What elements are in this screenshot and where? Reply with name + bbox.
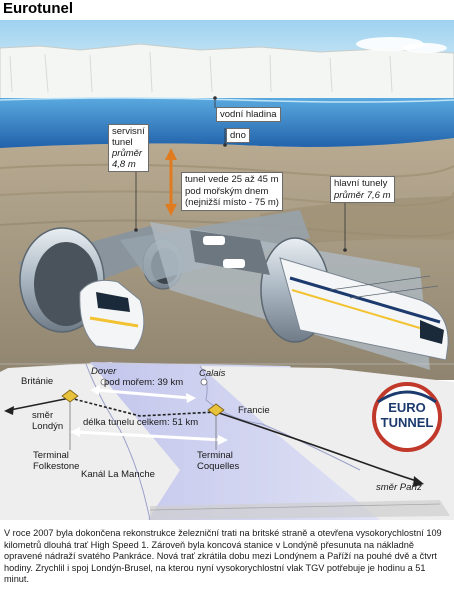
overhead-wires: [329, 275, 439, 299]
eurostar-train: [279, 257, 449, 361]
water-surface-line: [0, 97, 454, 103]
france-label: Francie: [238, 405, 270, 416]
train-silhouette-line: [149, 503, 441, 511]
rock-layer: [0, 163, 454, 178]
leader-dot: [343, 248, 347, 252]
under-sea-label: pod mořem: 39 km: [104, 377, 184, 388]
service-diameter-value: 4,8 m: [112, 159, 136, 170]
service-tunnel-line-2: tunel: [112, 137, 133, 148]
terminal-folkestone-line-2: Folkestone: [33, 461, 80, 472]
paris-direction-label: směr Paříž: [376, 482, 422, 493]
cloud: [403, 43, 447, 53]
page-title: Eurotunel: [3, 0, 73, 17]
total-length-arrow-head: [70, 427, 80, 437]
arrow-london: [4, 406, 14, 415]
train-stripe: [289, 276, 441, 324]
calais-label: Calais: [199, 368, 226, 379]
terminal-folkestone-label: Terminal Folkestone: [33, 450, 79, 472]
total-length-label: délka tunelu celkem: 51 km: [83, 417, 199, 428]
train-stripe: [89, 316, 139, 328]
depth-arrow-head: [165, 204, 177, 216]
england-coastline: [85, 363, 151, 521]
caption-background: [0, 520, 454, 600]
logo-text-euro: EURO: [388, 400, 426, 415]
britain-label: Británie: [21, 376, 54, 387]
rail-line-paris: [215, 411, 421, 483]
dover-dot: [100, 378, 108, 386]
train-windshield: [420, 320, 444, 344]
terminal-folkestone-line-1: Terminal: [33, 450, 69, 461]
depth-line-2: pod mořským dnem: [185, 185, 269, 197]
leader-dot: [223, 143, 227, 147]
leader-dot: [134, 228, 138, 232]
logo-arc: [377, 390, 437, 404]
service-tunnel-label: servisní tunel průměr 4,8 m: [108, 124, 149, 172]
terminal-coquelles-line-1: Terminal: [197, 450, 233, 461]
under-sea-arrow: [95, 388, 191, 400]
car-on-shuttle: [203, 236, 225, 245]
dover-label: Dover: [91, 366, 117, 377]
car-on-shuttle: [223, 259, 245, 268]
leader-dot: [213, 96, 217, 100]
eurostar-front-train: [79, 279, 145, 351]
depth-line-3: (nejnižší místo - 75 m): [185, 197, 279, 208]
water-surface-label: vodní hladina: [216, 107, 281, 122]
calais-dot: [200, 378, 208, 386]
arrow-paris: [413, 476, 424, 487]
depth-arrow-head: [165, 148, 177, 160]
london-direction-line-2: Londýn: [32, 421, 64, 432]
terminal-coquelles-line-2: Coquelles: [197, 461, 240, 472]
main-tunnels-label: hlavní tunely průměr 7,6 m: [330, 176, 395, 203]
caption-text: V roce 2007 byla dokončena rekonstrukce …: [4, 528, 442, 585]
depth-line-1: tunel vede 25 až 45 m: [185, 174, 279, 185]
depth-label: tunel vede 25 až 45 m pod mořským dnem (…: [181, 172, 283, 211]
under-sea-arrow-head: [90, 385, 100, 395]
under-sea-arrow-head: [186, 393, 196, 403]
eurotunnel-logo: [372, 382, 442, 452]
london-direction-label: směr Londýn: [32, 410, 63, 432]
white-cliffs: [0, 43, 454, 101]
rail-line-london: [9, 397, 71, 411]
main-tunnels-line-1: hlavní tunely: [334, 178, 388, 189]
cliff-texture: [9, 51, 393, 93]
main-tunnels-diameter: průměr 7,6 m: [334, 189, 391, 201]
logo-text-tunnel: TUNNEL: [380, 415, 434, 430]
terminal-coquelles-label: Terminal Coquelles: [197, 450, 239, 472]
total-length-arrow: [75, 430, 223, 442]
service-diameter: průměr: [112, 148, 143, 159]
total-length-arrow-head: [218, 435, 228, 445]
seabed-label: dno: [226, 128, 250, 143]
train-windshield: [96, 292, 130, 312]
tunnel-line: [69, 397, 217, 417]
service-tunnel-line-1: servisní: [112, 126, 145, 137]
channel-label: Kanál La Manche: [81, 469, 155, 480]
london-direction-line-1: směr: [32, 410, 54, 421]
